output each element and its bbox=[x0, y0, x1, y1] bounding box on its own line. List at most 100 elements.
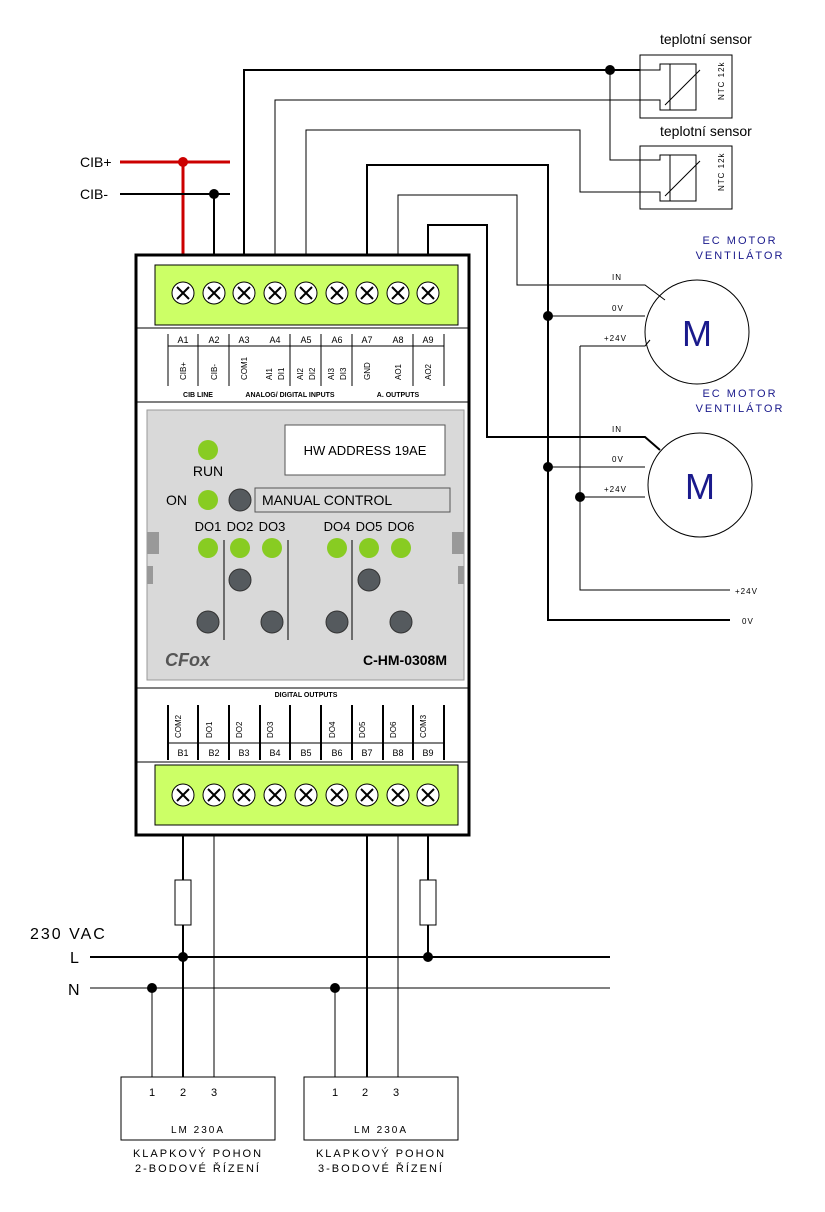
cib-plus-label: CIB+ bbox=[80, 154, 112, 170]
sensor-title: teplotní sensor bbox=[660, 123, 752, 139]
terminal-signal: GND bbox=[363, 362, 372, 380]
terminal-signal: CIB+ bbox=[179, 362, 188, 380]
output-label: DO1 bbox=[195, 519, 222, 534]
manual-control-label: MANUAL CONTROL bbox=[262, 492, 392, 508]
screw-terminal[interactable] bbox=[355, 281, 379, 305]
actuator-desc: 2-BODOVÉ ŘÍZENÍ bbox=[135, 1162, 261, 1175]
output-label: DO4 bbox=[324, 519, 351, 534]
manual-button[interactable] bbox=[228, 488, 252, 512]
svg-text:EC MOTOR: EC MOTOR bbox=[702, 235, 777, 247]
do6-button[interactable] bbox=[389, 610, 413, 634]
sensor-type: NTC 12k bbox=[717, 152, 726, 191]
terminal-signal: AI2 bbox=[296, 367, 305, 380]
svg-text:EC MOTOR: EC MOTOR bbox=[702, 388, 777, 400]
actuator-desc: KLAPKOVÝ POHON bbox=[133, 1147, 263, 1160]
screw-terminal[interactable] bbox=[232, 281, 256, 305]
terminal-id: B1 bbox=[177, 748, 188, 758]
screw-terminal[interactable] bbox=[355, 783, 379, 807]
terminal-id: A4 bbox=[269, 335, 280, 345]
terminal-id: A1 bbox=[177, 335, 188, 345]
terminal-signal: AI3 bbox=[327, 367, 336, 380]
screw-terminal[interactable] bbox=[202, 281, 226, 305]
pin-label: 3 bbox=[211, 1087, 217, 1099]
terminal-id: B3 bbox=[238, 748, 249, 758]
svg-text:+24V: +24V bbox=[604, 334, 627, 343]
terminal-id: B9 bbox=[422, 748, 433, 758]
terminal-group: DIGITAL OUTPUTS bbox=[275, 692, 338, 699]
terminal-signal: DI2 bbox=[308, 367, 317, 380]
temp-sensor-2: teplotní sensor NTC 12k bbox=[639, 123, 752, 210]
hw-address-box bbox=[284, 424, 446, 476]
terminal-signal: CIB- bbox=[210, 364, 219, 380]
screw-terminal[interactable] bbox=[202, 783, 226, 807]
screw-terminal[interactable] bbox=[294, 281, 318, 305]
screw-terminal[interactable] bbox=[171, 281, 195, 305]
mains: 230 VAC L N bbox=[30, 835, 610, 1077]
junction-dot bbox=[178, 157, 188, 167]
screw-terminal[interactable] bbox=[294, 783, 318, 807]
terminal-id: B2 bbox=[208, 748, 219, 758]
terminal-signal: DO1 bbox=[205, 721, 214, 738]
run-label: RUN bbox=[193, 463, 223, 479]
terminal-signal: AO1 bbox=[394, 363, 403, 380]
terminal-id: A5 bbox=[300, 335, 311, 345]
temp-sensor-1: teplotní sensor NTC 12k bbox=[639, 31, 752, 119]
do2-led bbox=[230, 538, 250, 558]
do5-button[interactable] bbox=[357, 568, 381, 592]
cib-bus: CIB+ CIB- bbox=[80, 154, 230, 255]
terminal-group: A. OUTPUTS bbox=[377, 392, 420, 399]
pin-label: 3 bbox=[393, 1087, 399, 1099]
do4-button[interactable] bbox=[325, 610, 349, 634]
screw-terminal[interactable] bbox=[171, 783, 195, 807]
on-led bbox=[198, 490, 218, 510]
screw-terminal[interactable] bbox=[416, 783, 440, 807]
terminal-signal: DO4 bbox=[328, 721, 337, 738]
svg-text:0V: 0V bbox=[612, 455, 624, 464]
svg-text:IN: IN bbox=[612, 273, 622, 282]
terminal-id: B8 bbox=[392, 748, 403, 758]
manual-control-box bbox=[254, 487, 451, 513]
terminal-signal: DI1 bbox=[277, 367, 286, 380]
terminal-group: ANALOG/ DIGITAL INPUTS bbox=[245, 392, 335, 399]
line-l-label: L bbox=[70, 950, 79, 967]
svg-text:+24V: +24V bbox=[604, 485, 627, 494]
svg-text:IN: IN bbox=[612, 425, 622, 434]
supply-zero-label: 0V bbox=[742, 617, 754, 626]
actuator-desc: KLAPKOVÝ POHON bbox=[316, 1147, 446, 1160]
terminal-id: A6 bbox=[331, 335, 342, 345]
svg-text:M: M bbox=[685, 466, 715, 507]
output-label: DO2 bbox=[227, 519, 254, 534]
terminal-signal: COM3 bbox=[419, 714, 428, 738]
screw-terminal[interactable] bbox=[263, 281, 287, 305]
screw-terminal[interactable] bbox=[386, 783, 410, 807]
terminal-signal: DO2 bbox=[235, 721, 244, 738]
ec-motor-2: EC MOTOR VENTILÁTOR M IN 0V +24V bbox=[604, 388, 782, 538]
terminal-signal: DO6 bbox=[389, 721, 398, 738]
terminal-id: A9 bbox=[422, 335, 433, 345]
terminal-id: A3 bbox=[238, 335, 249, 345]
do3-button[interactable] bbox=[260, 610, 284, 634]
screw-terminal[interactable] bbox=[416, 281, 440, 305]
screw-terminal[interactable] bbox=[263, 783, 287, 807]
screw-terminal[interactable] bbox=[325, 281, 349, 305]
output-label: DO3 bbox=[259, 519, 286, 534]
pin-label: 1 bbox=[332, 1087, 338, 1099]
run-led bbox=[198, 440, 218, 460]
do1-button[interactable] bbox=[196, 610, 220, 634]
terminal-group: CIB LINE bbox=[183, 392, 213, 399]
screw-terminal[interactable] bbox=[325, 783, 349, 807]
terminal-id: A2 bbox=[208, 335, 219, 345]
mains-title: 230 VAC bbox=[30, 926, 107, 943]
terminal-signal: COM1 bbox=[240, 356, 249, 380]
signal-wires bbox=[243, 65, 730, 621]
terminal-signal: AO2 bbox=[424, 363, 433, 380]
terminal-id: A7 bbox=[361, 335, 372, 345]
do2-button[interactable] bbox=[228, 568, 252, 592]
line-n-label: N bbox=[68, 982, 80, 999]
supply-plus-label: +24V bbox=[735, 587, 758, 596]
screw-terminal[interactable] bbox=[386, 281, 410, 305]
screw-terminal[interactable] bbox=[232, 783, 256, 807]
do4-led bbox=[327, 538, 347, 558]
